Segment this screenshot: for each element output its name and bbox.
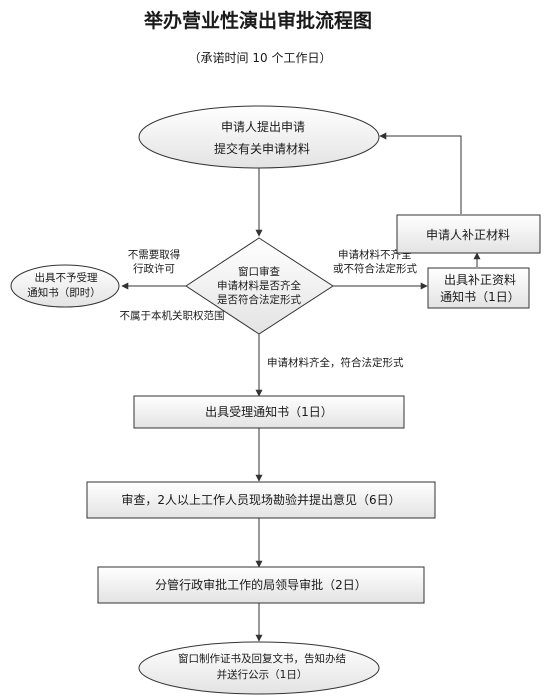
node-final-line2: 并送行公示（1日） (217, 668, 308, 681)
edge-label-incomplete-1: 申请材料不齐全 (338, 248, 412, 261)
edge-label-not-in-scope: 不属于本机关职权范围 (120, 309, 225, 322)
node-window-line2: 申请材料是否齐全 (217, 279, 301, 292)
node-review: 审查，2人以上工作人员现场勘验并提出意见（6日） (86, 481, 436, 519)
node-window-line1: 窗口审查 (238, 265, 280, 278)
node-accept: 出具受理通知书（1日） (133, 395, 405, 429)
node-reject-line1: 出具不予受理 (35, 271, 98, 284)
edge-label-incomplete-2: 或不符合法定形式 (333, 262, 417, 275)
node-window-review: 窗口审查 申请材料是否齐全 是否符合法定形式 (185, 237, 334, 335)
node-final: 窗口制作证书及回复文书，告知办结 并送行公示（1日） (138, 641, 380, 695)
node-accept-label: 出具受理通知书（1日） (205, 405, 333, 419)
connectors (121, 132, 481, 642)
node-apply: 申请人提出申请 提交有关申请材料 (138, 105, 380, 169)
node-apply-line2: 提交有关申请材料 (214, 141, 310, 156)
node-final-line1: 窗口制作证书及回复文书，告知办结 (178, 652, 346, 665)
node-window-line3: 是否符合法定形式 (217, 293, 301, 306)
node-approve: 分管行政审批工作的局领导审批（2日） (97, 566, 425, 604)
node-apply-line1: 申请人提出申请 (221, 119, 305, 134)
node-supplement-notice: 出具补正资料 通知书（1日） (427, 267, 530, 309)
node-reject: 出具不予受理 通知书（即时） (10, 264, 120, 308)
edge-label-complete: 申请材料齐全，符合法定形式 (267, 356, 404, 369)
node-supplement: 申请人补正材料 (396, 214, 541, 254)
node-reject-line2: 通知书（即时） (27, 286, 101, 299)
node-supplement-notice-line1: 出具补正资料 (444, 273, 516, 287)
edge-supplement-to-apply (379, 132, 462, 214)
node-approve-label: 分管行政审批工作的局领导审批（2日） (155, 577, 367, 592)
node-review-label: 审查，2人以上工作人员现场勘验并提出意见（6日） (121, 492, 400, 507)
node-supplement-notice-line2: 通知书（1日） (440, 290, 520, 304)
page-title: 举办营业性演出审批流程图 (143, 9, 372, 32)
edge-label-no-permit-2: 行政许可 (133, 262, 175, 275)
edge-label-no-permit-1: 不需要取得 (128, 249, 181, 261)
page-subtitle: （承诺时间 10 个工作日） (189, 51, 332, 65)
node-supplement-label: 申请人补正材料 (426, 228, 510, 242)
